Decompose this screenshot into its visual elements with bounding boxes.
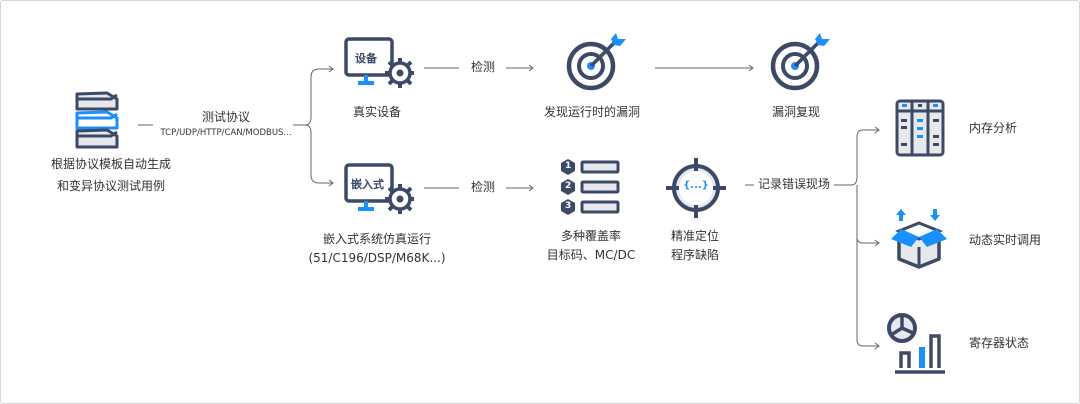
box-icon — [891, 209, 947, 269]
output-label-memory: 内存分析 — [969, 121, 1018, 135]
number-2: 2 — [565, 181, 572, 191]
code-glyph: {...} — [683, 180, 709, 191]
coverage-list-icon: 1 2 3 — [559, 158, 621, 218]
branch-upper — [293, 68, 333, 126]
reproduce-label: 漏洞复现 — [771, 105, 821, 119]
monitor-text: 设备 — [355, 52, 377, 65]
memory-icon — [895, 99, 945, 157]
find-vuln-label: 发现运行时的漏洞 — [543, 105, 641, 119]
branch-lower — [293, 124, 333, 184]
locate-label-line2: 程序缺陷 — [670, 248, 720, 262]
crosshair-icon: {...} — [665, 157, 727, 219]
arrowhead — [328, 65, 334, 73]
monitor-text: 嵌入式 — [351, 178, 384, 191]
real-device-label: 真实设备 — [352, 105, 402, 119]
protocol-list: TCP/UDP/HTTP/CAN/MODBUS... — [160, 128, 292, 138]
detect-label-lower: 检测 — [470, 180, 496, 194]
embedded-label-line1: 嵌入式系统仿真运行 — [322, 232, 432, 246]
number-3: 3 — [565, 201, 572, 211]
embedded-monitor-icon: 嵌入式 — [344, 163, 414, 217]
device-monitor-icon: 设备 — [344, 37, 414, 91]
record-label: 记录错误现场 — [757, 177, 831, 191]
output-label-dynamic-call: 动态实时调用 — [969, 233, 1042, 247]
coverage-label-line1: 多种覆盖率 — [560, 229, 622, 243]
gear-icon — [385, 184, 414, 214]
target-icon — [566, 33, 626, 91]
number-1: 1 — [565, 161, 572, 171]
detect-label-upper: 检测 — [470, 60, 496, 74]
embedded-label-line2: (51/C196/DSP/M68K...) — [308, 251, 446, 265]
arrowhead — [328, 179, 334, 187]
stacked-blocks-icon — [75, 91, 119, 149]
output-label-register: 寄存器状态 — [969, 336, 1030, 350]
coverage-label-line2: 目标码、MC/DC — [546, 248, 636, 262]
source-label-line2: 和变异协议测试用例 — [56, 179, 166, 193]
target-icon — [770, 33, 830, 91]
gear-icon — [385, 58, 414, 88]
register-chart-icon — [887, 313, 945, 374]
protocol-title: 测试协议 — [201, 110, 251, 124]
source-label-line1: 根据协议模板自动生成 — [50, 157, 172, 171]
locate-label-line1: 精准定位 — [670, 229, 720, 243]
